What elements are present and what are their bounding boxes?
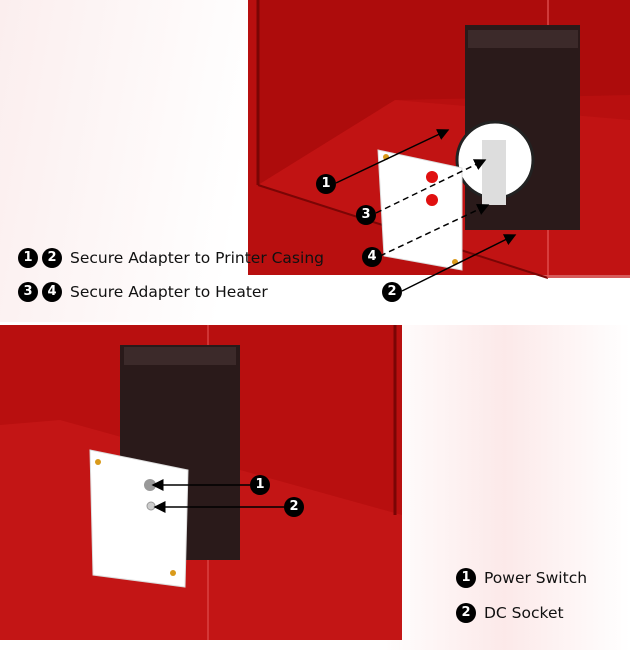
- badge-2: 2: [42, 248, 62, 268]
- legend-item-power-switch: 1 Power Switch: [456, 568, 587, 588]
- legend-text: Power Switch: [484, 569, 588, 587]
- bottom-panel-adapter-ports: 1 2 1 Power Switch 2 DC Socket: [0, 325, 630, 650]
- callout-2: 2: [284, 497, 304, 517]
- callout-3: 3: [356, 205, 376, 225]
- callout-1: 1: [250, 475, 270, 495]
- printer-heater-illustration: [0, 325, 402, 640]
- badge-3: 3: [18, 282, 38, 302]
- legend-text: Secure Adapter to Printer Casing: [70, 249, 324, 267]
- legend-text: DC Socket: [484, 604, 564, 622]
- printer-casing-illustration: [248, 0, 630, 292]
- legend-text: Secure Adapter to Heater: [70, 283, 268, 301]
- badge-1: 1: [18, 248, 38, 268]
- adapter-plate: [377, 149, 463, 271]
- legend-item-casing: 1 2 Secure Adapter to Printer Casing: [18, 248, 324, 268]
- callout-4: 4: [362, 247, 382, 267]
- top-panel-adapter-install: 1 2 3 4 1 2 Secure Adapter to Printer Ca…: [0, 0, 630, 322]
- legend-item-dc-socket: 2 DC Socket: [456, 603, 564, 623]
- badge-4: 4: [42, 282, 62, 302]
- adapter-plate: [89, 449, 189, 588]
- badge-2: 2: [456, 603, 476, 623]
- badge-1: 1: [456, 568, 476, 588]
- legend-item-heater: 3 4 Secure Adapter to Heater: [18, 282, 268, 302]
- callout-2: 2: [382, 282, 402, 302]
- callout-1: 1: [316, 174, 336, 194]
- dc-socket: [146, 501, 156, 511]
